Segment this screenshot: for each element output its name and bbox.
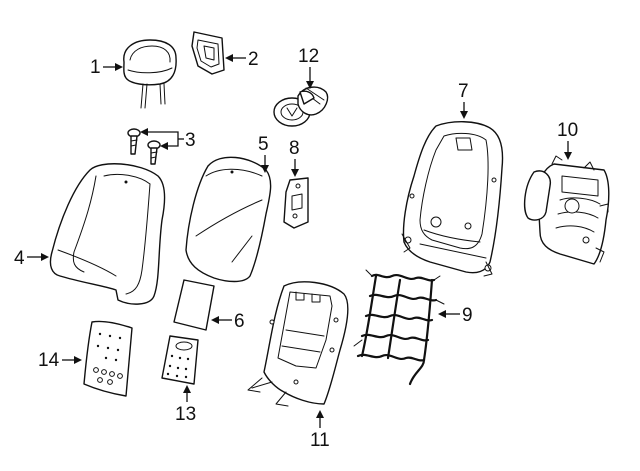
callout-3: 3 xyxy=(140,128,196,151)
part-perforated-panel xyxy=(83,320,133,397)
part-seatback-frame xyxy=(401,121,504,277)
callout-label-8: 8 xyxy=(289,138,300,159)
callout-4: 4 xyxy=(14,248,49,269)
part-seatback-cushion xyxy=(49,163,166,305)
part-lumbar-pad xyxy=(161,335,199,385)
callout-label-2: 2 xyxy=(248,49,259,70)
part-headrest-guide xyxy=(191,31,225,75)
callout-5: 5 xyxy=(258,134,269,173)
callout-2: 2 xyxy=(225,49,259,70)
callout-1: 1 xyxy=(90,57,123,78)
callout-label-14: 14 xyxy=(38,350,60,371)
callout-8: 8 xyxy=(289,138,300,177)
callout-label-5: 5 xyxy=(258,134,269,155)
callout-label-7: 7 xyxy=(458,81,469,102)
part-recliner-knob xyxy=(273,86,329,127)
callout-10: 10 xyxy=(557,120,578,160)
callout-6: 6 xyxy=(211,311,245,332)
part-recliner-mechanism xyxy=(523,155,610,265)
callout-label-1: 1 xyxy=(90,57,101,78)
callout-7: 7 xyxy=(458,81,469,119)
callout-label-10: 10 xyxy=(557,120,578,141)
part-bolts xyxy=(127,128,161,165)
callout-label-11: 11 xyxy=(310,430,330,451)
callout-11: 11 xyxy=(310,410,330,451)
callout-label-4: 4 xyxy=(14,248,25,269)
callout-label-9: 9 xyxy=(462,305,473,326)
part-spring-mat xyxy=(353,269,445,386)
callout-label-13: 13 xyxy=(175,404,196,425)
callout-9: 9 xyxy=(438,305,473,326)
part-seatback-cover xyxy=(185,156,272,283)
callout-13: 13 xyxy=(175,385,196,425)
callout-label-3: 3 xyxy=(185,130,196,151)
callout-label-6: 6 xyxy=(234,311,245,332)
callout-label-12: 12 xyxy=(298,46,319,67)
callout-12: 12 xyxy=(298,46,319,89)
part-back-panel xyxy=(247,281,349,407)
part-pad xyxy=(173,279,215,331)
part-side-bracket xyxy=(283,177,309,229)
callout-14: 14 xyxy=(38,350,82,371)
part-headrest xyxy=(123,39,177,109)
